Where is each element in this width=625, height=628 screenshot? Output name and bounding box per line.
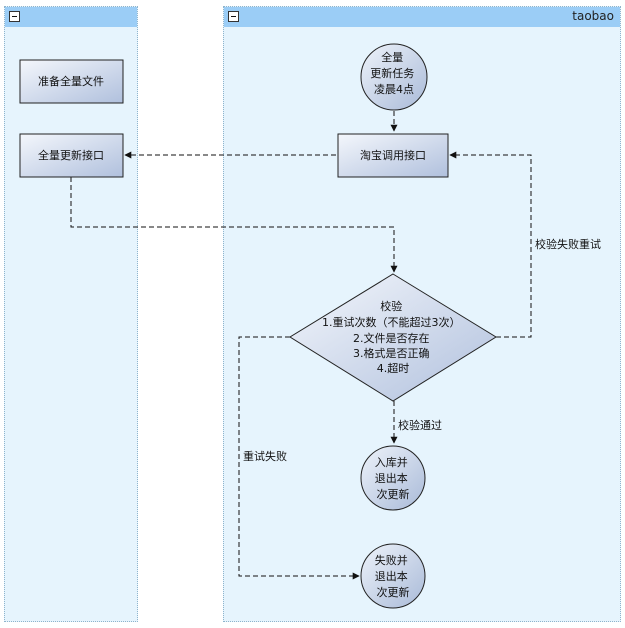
node-store-exit-label: 入库并 退出本 次更新 [375,455,412,501]
node-prepare-full-file: 准备全量文件 [19,59,124,104]
edge-validate-fail-retry [449,151,532,338]
node-taobao-call-api-label: 淘宝调用接口 [360,148,426,162]
node-start-task: 全量 更新任务 凌晨4点 [360,43,428,111]
swimlane-left-header [5,7,137,27]
swimlane-taobao: taobao [223,6,621,622]
edge-label-retry-failed: 重试失败 [243,449,287,463]
swimlane-taobao-title: taobao [572,9,614,23]
edge-retry-failed [238,336,360,580]
node-fail-exit-label: 失败并 退出本 次更新 [375,553,412,599]
swimlane-taobao-header: taobao [224,7,620,27]
edge-label-validate-fail-retry: 校验失败重试 [535,237,601,251]
collapse-icon[interactable] [228,11,239,22]
node-full-update-api-label: 全量更新接口 [38,148,104,162]
node-start-task-label: 全量 更新任务 凌晨4点 [370,50,418,96]
node-taobao-call-api: 淘宝调用接口 [337,133,449,178]
edge-full-update-to-validate [70,177,398,273]
node-full-update-api: 全量更新接口 [19,133,124,178]
collapse-icon[interactable] [9,11,20,22]
node-validate: 校验 1.重试次数（不能超过3次） 2.文件是否存在 3.格式是否正确 4.超时 [289,273,497,402]
node-prepare-full-file-label: 准备全量文件 [38,74,104,88]
swimlane-left [4,6,138,622]
edge-label-validate-pass: 校验通过 [398,418,442,432]
node-fail-exit: 失败并 退出本 次更新 [360,543,426,609]
node-store-exit: 入库并 退出本 次更新 [360,445,426,511]
node-validate-label: 校验 1.重试次数（不能超过3次） 2.文件是否存在 3.格式是否正确 4.超时 [322,299,464,375]
